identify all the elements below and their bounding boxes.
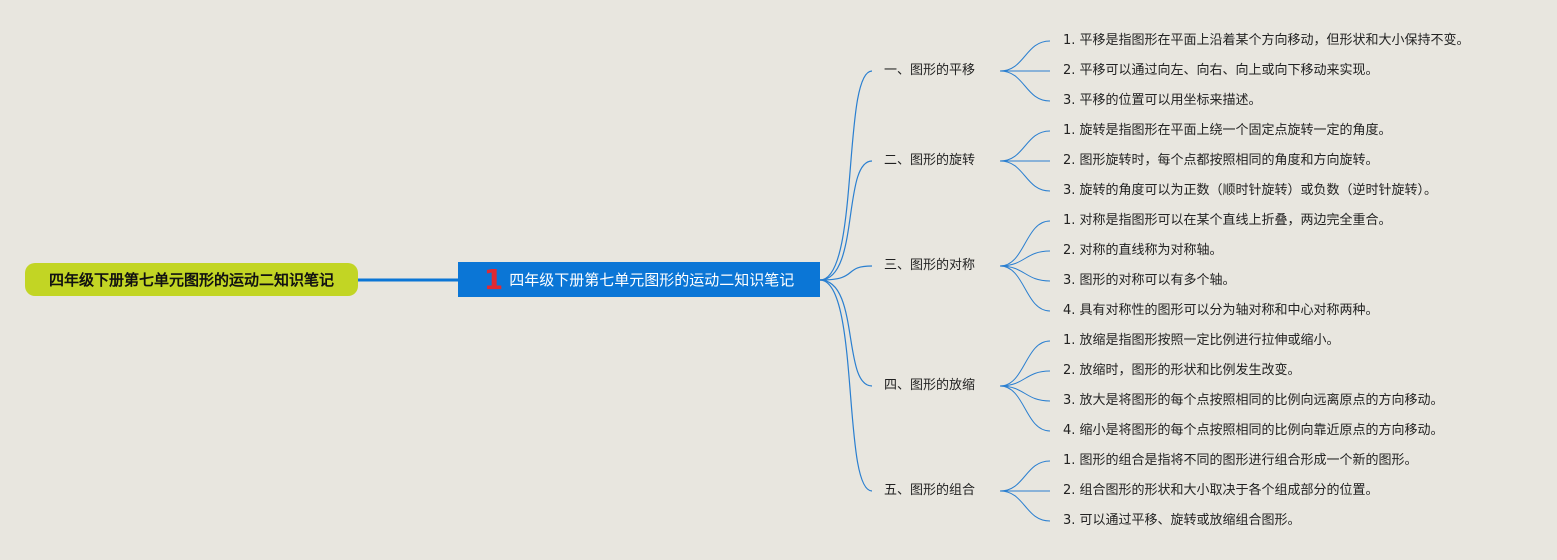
subtopic-item[interactable]: 1. 旋转是指图形在平面上绕一个固定点旋转一定的角度。 <box>1063 123 1392 138</box>
branch-to-item-line <box>999 490 1051 522</box>
root-topic-label: 四年级下册第七单元图形的运动二知识笔记 <box>48 271 334 289</box>
branch-topic[interactable]: 四、图形的放缩 <box>884 378 976 393</box>
subtopic-item[interactable]: 2. 平移可以通过向左、向右、向上或向下移动来实现。 <box>1063 63 1379 78</box>
subtopic-item[interactable]: 3. 放大是将图形的每个点按照相同的比例向远离原点的方向移动。 <box>1063 393 1444 408</box>
topic-number-badge: 1 <box>483 262 504 296</box>
branch-to-item-line <box>999 385 1051 432</box>
branch-to-item-line <box>999 265 1051 282</box>
subtopic-item[interactable]: 2. 对称的直线称为对称轴。 <box>1063 243 1223 258</box>
subtopic-item[interactable]: 3. 平移的位置可以用坐标来描述。 <box>1063 93 1262 108</box>
branch-to-item-line <box>999 220 1051 267</box>
branch-topic[interactable]: 二、图形的旋转 <box>884 153 976 168</box>
branch-to-item-line <box>999 130 1051 162</box>
branch-to-item-line <box>999 385 1051 402</box>
subtopic-item[interactable]: 1. 平移是指图形在平面上沿着某个方向移动，但形状和大小保持不变。 <box>1063 33 1470 48</box>
center-to-branch-line <box>819 160 873 281</box>
center-to-branch-line <box>819 279 873 387</box>
subtopic-item[interactable]: 3. 图形的对称可以有多个轴。 <box>1063 273 1236 288</box>
subtopic-item[interactable]: 1. 对称是指图形可以在某个直线上折叠，两边完全重合。 <box>1063 213 1392 228</box>
branch-to-item-line <box>999 250 1051 267</box>
subtopic-item[interactable]: 1. 放缩是指图形按照一定比例进行拉伸或缩小。 <box>1063 333 1340 348</box>
center-to-branch-line <box>819 70 873 281</box>
branch-to-item-line <box>999 460 1051 492</box>
branch-to-item-line <box>999 265 1051 312</box>
subtopic-item[interactable]: 2. 放缩时，图形的形状和比例发生改变。 <box>1063 363 1301 378</box>
subtopic-item[interactable]: 2. 组合图形的形状和大小取决于各个组成部分的位置。 <box>1063 483 1379 498</box>
branch-topic[interactable]: 三、图形的对称 <box>884 258 976 273</box>
subtopic-item[interactable]: 4. 具有对称性的图形可以分为轴对称和中心对称两种。 <box>1063 303 1379 318</box>
subtopic-item[interactable]: 3. 可以通过平移、旋转或放缩组合图形。 <box>1063 513 1301 528</box>
subtopic-item[interactable]: 2. 图形旋转时，每个点都按照相同的角度和方向旋转。 <box>1063 153 1379 168</box>
branch-to-item-line <box>999 340 1051 387</box>
central-topic[interactable]: 1 四年级下册第七单元图形的运动二知识笔记 <box>458 262 820 297</box>
branch-topic[interactable]: 五、图形的组合 <box>884 483 976 498</box>
central-topic-label: 四年级下册第七单元图形的运动二知识笔记 <box>509 271 795 289</box>
center-to-branch-line <box>819 265 873 281</box>
subtopic-item[interactable]: 3. 旋转的角度可以为正数（顺时针旋转）或负数（逆时针旋转）。 <box>1063 183 1438 198</box>
root-topic[interactable]: 四年级下册第七单元图形的运动二知识笔记 <box>25 263 358 296</box>
branch-to-item-line <box>999 160 1051 192</box>
center-to-branch-line <box>819 279 873 492</box>
branch-topic[interactable]: 一、图形的平移 <box>884 63 976 78</box>
branch-to-item-line <box>999 70 1051 102</box>
subtopic-item[interactable]: 1. 图形的组合是指将不同的图形进行组合形成一个新的图形。 <box>1063 453 1418 468</box>
subtopic-item[interactable]: 4. 缩小是将图形的每个点按照相同的比例向靠近原点的方向移动。 <box>1063 423 1444 438</box>
branch-to-item-line <box>999 370 1051 387</box>
branch-to-item-line <box>999 40 1051 72</box>
